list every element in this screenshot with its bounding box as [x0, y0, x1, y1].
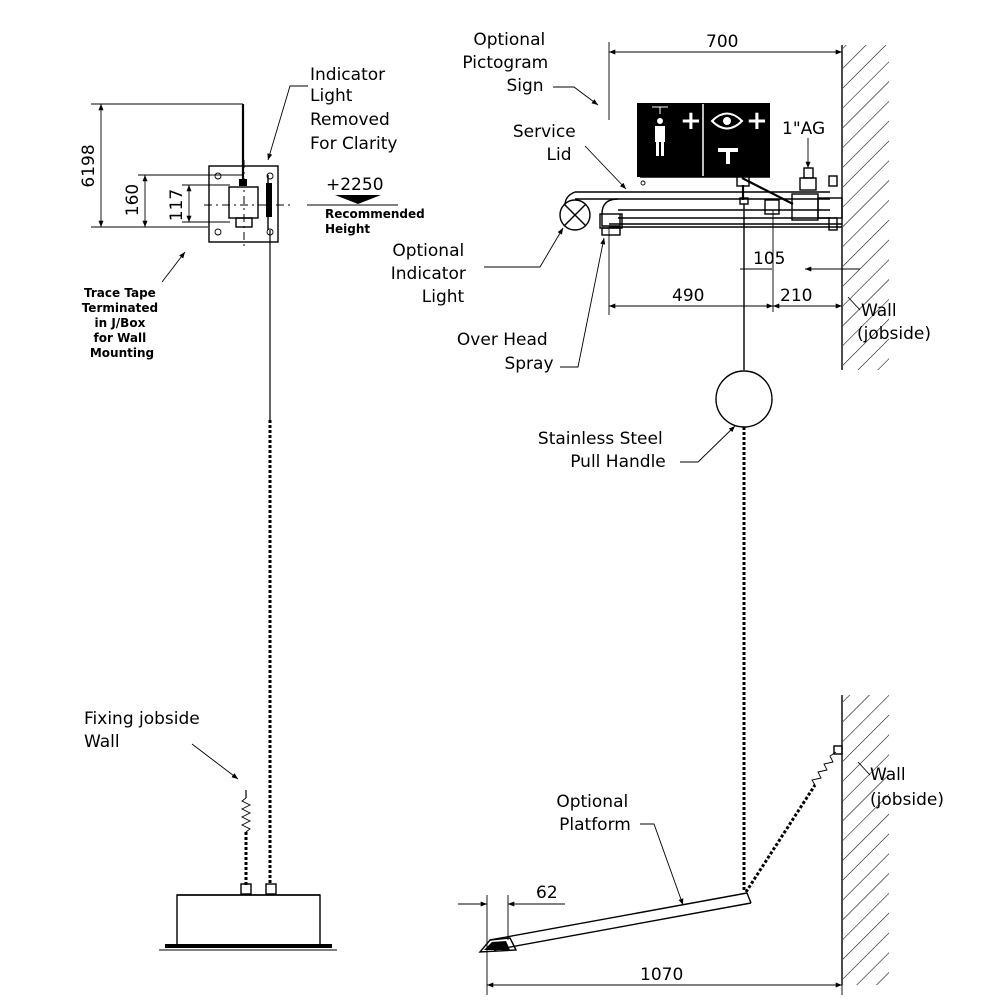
indicator-label: Optional Indicator Light: [391, 241, 472, 307]
pictogram-label: Optional Pictogram Sign: [462, 30, 553, 96]
spray-label: Over Head Spray: [457, 330, 554, 374]
eye-icon: [710, 112, 744, 130]
platform: [478, 892, 752, 953]
dim-490: 490: [672, 286, 704, 306]
wall-lower-label: Wall (jobside): [870, 765, 944, 810]
dim-62: 62: [536, 883, 558, 903]
wall-lower: [843, 695, 889, 985]
fixing-wall-label: Fixing jobside Wall: [84, 709, 205, 752]
dim-6198: 6198: [79, 144, 99, 187]
pull-handle-label: Stainless Steel Pull Handle: [538, 429, 668, 472]
eyewash-icon: [718, 148, 738, 164]
wall-upper-label: Wall (jobside): [857, 301, 931, 344]
pipe-size-label: 1"AG: [782, 119, 825, 139]
pull-handle: [715, 370, 773, 428]
dim-160: 160: [123, 184, 143, 216]
service-lid-label: Service Lid: [513, 122, 581, 165]
platform-base: [165, 944, 332, 948]
side-view: 700 + +: [391, 30, 944, 995]
indicator-light: [559, 199, 591, 231]
height-label-1: Recommended: [325, 207, 425, 221]
dim-105: 105: [753, 249, 785, 269]
height-label-2: Height: [325, 222, 370, 236]
plus-icon-1: +: [680, 106, 702, 136]
wall-upper: [843, 45, 889, 370]
front-view: 6198 160 117 Indicator Light Removed For…: [79, 65, 425, 951]
indicator-removed-label: Indicator Light Removed For Clarity: [310, 65, 397, 154]
platform-label: Optional Platform: [556, 792, 633, 835]
dim-210: 210: [780, 286, 812, 306]
dim-700: 700: [706, 32, 738, 52]
trace-tape-label: Trace Tape Terminated in J/Box for Wall …: [82, 286, 163, 360]
dim-117: 117: [167, 189, 187, 221]
plus-icon-2: +: [746, 106, 768, 136]
platform-front: [176, 894, 321, 946]
shower-person-icon: [652, 106, 668, 156]
height-value: +2250: [326, 175, 384, 195]
dim-1070: 1070: [640, 965, 683, 985]
